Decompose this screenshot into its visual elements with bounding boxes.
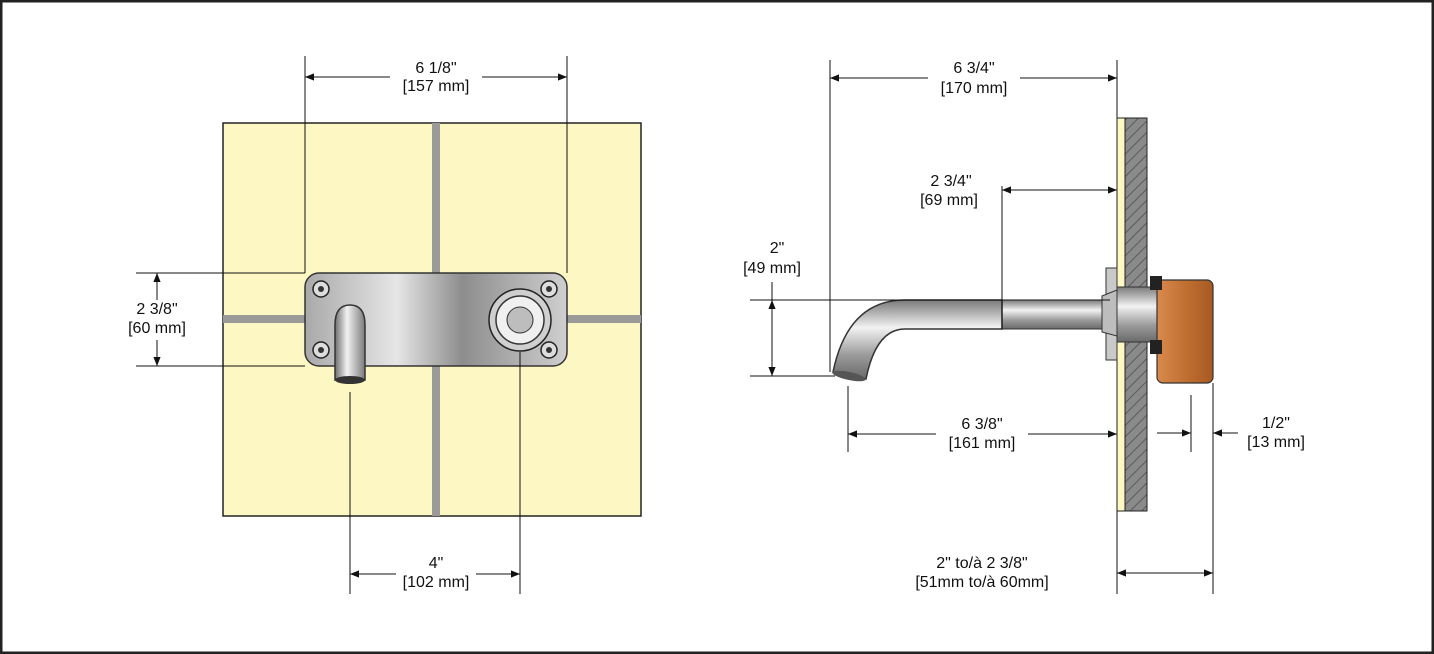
offset-inch-label: 1/2" (1262, 415, 1290, 432)
front-view: 6 1/8" [157 mm] 2 3/8" [60 mm] 4" [102 m… (128, 56, 642, 594)
spout-front-icon (334, 304, 366, 384)
side-view: 6 3/4" [170 mm] 2 3/4" [69 mm] 2" [49 mm… (743, 58, 1305, 594)
reach-mm-label: [170 mm] (941, 80, 1008, 97)
spout-side-icon (832, 289, 1118, 382)
spout-inch-label: 6 3/8" (961, 416, 1002, 433)
width-mm-label: [157 mm] (403, 78, 470, 95)
offset-mm-label: [13 mm] (1247, 434, 1305, 451)
drop-mm-label: [49 mm] (743, 260, 801, 277)
drop-inch-label: 2" (770, 240, 785, 257)
height-inch-label: 2 3/8" (136, 301, 177, 318)
straight-mm-label: [69 mm] (920, 192, 978, 209)
height-mm-label: [60 mm] (128, 320, 186, 337)
wall-mm-label: [51mm to/à 60mm] (915, 574, 1048, 591)
straight-inch-label: 2 3/4" (930, 173, 971, 190)
wall-inch-label: 2" to/à 2 3/8" (936, 555, 1027, 572)
reach-inch-label: 6 3/4" (953, 60, 994, 77)
mixer-body-chrome (1116, 286, 1158, 343)
spout-mm-label: [161 mm] (949, 435, 1016, 452)
center-inch-label: 4" (429, 555, 444, 572)
screw-icon (312, 280, 558, 359)
center-mm-label: [102 mm] (403, 574, 470, 591)
width-inch-label: 6 1/8" (415, 60, 456, 77)
valve-body-icon (1150, 276, 1214, 384)
sensor-icon (488, 288, 552, 352)
